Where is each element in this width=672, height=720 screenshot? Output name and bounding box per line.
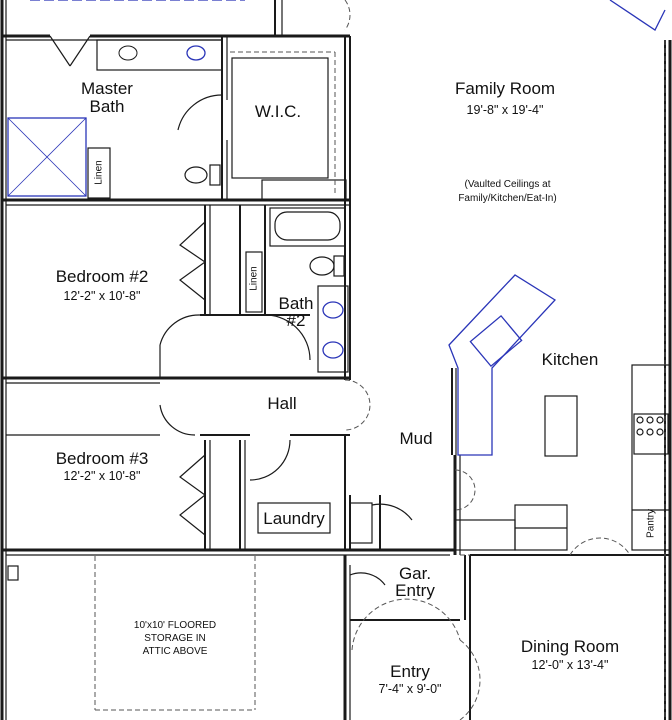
linen-bath2-label: Linen — [248, 266, 260, 291]
bedroom2-dims: 12'-2" x 10'-8" — [63, 289, 141, 303]
storage-note-line3: ATTIC ABOVE — [142, 646, 208, 657]
bedroom3-label: Bedroom #3 — [55, 449, 149, 468]
storage-note-line1: 10'x10' FLOORED — [133, 620, 217, 631]
linen-master-label: Linen — [93, 160, 105, 185]
bath2-label-line2: #2 — [286, 311, 306, 330]
hall-label: Hall — [267, 394, 297, 413]
garage-entry-label-line1: Gar. — [398, 564, 432, 583]
vaulted-note-line2: Family/Kitchen/Eat-In) — [458, 193, 557, 204]
master-bath-label-line1: Master — [81, 79, 133, 98]
garage-entry-label-line2: Entry — [395, 581, 435, 600]
kitchen-label: Kitchen — [541, 350, 599, 369]
dashed-lines — [94, 0, 666, 720]
mud-label: Mud — [399, 429, 433, 448]
vaulted-note-line1: (Vaulted Ceilings at — [464, 179, 551, 190]
pantry-label: Pantry — [645, 509, 657, 538]
family-room-dims: 19'-8" x 19'-4" — [466, 103, 544, 117]
sinks — [118, 45, 138, 61]
wic-label: W.I.C. — [254, 102, 302, 121]
family-room-label: Family Room — [454, 79, 556, 98]
bedroom3-dims: 12'-2" x 10'-8" — [63, 469, 141, 483]
dining-room-dims: 12'-0" x 13'-4" — [531, 658, 609, 672]
entry-dims: 7'-4" x 9'-0" — [378, 682, 442, 696]
storage-note-line2: STORAGE IN — [144, 633, 206, 644]
bath2-label-line1: Bath — [278, 294, 314, 313]
laundry-label: Laundry — [263, 509, 325, 528]
master-bath-label-line2: Bath — [89, 97, 125, 116]
dining-room-label: Dining Room — [520, 637, 620, 656]
plumbing-fixtures — [7, 0, 666, 456]
entry-label: Entry — [390, 662, 430, 681]
bedroom2-label: Bedroom #2 — [55, 267, 149, 286]
